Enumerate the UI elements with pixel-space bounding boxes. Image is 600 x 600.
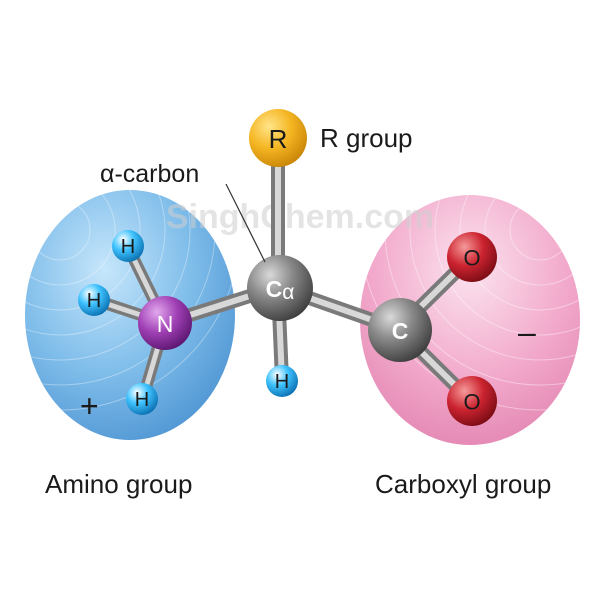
hydrogen-atom-amino-left: H — [78, 284, 110, 316]
r-group-label: R group — [320, 123, 413, 153]
watermark: SinghChem.com — [166, 198, 434, 236]
alpha-carbon-label: α-carbon — [100, 160, 199, 188]
alpha-carbon-atom: Cα — [247, 255, 313, 321]
oxygen-bottom-label: O — [463, 390, 480, 415]
amino-group-label: Amino group — [45, 469, 192, 499]
hydrogen-amino-left-label: H — [87, 290, 101, 312]
alpha-carbon-symbol: C — [266, 276, 283, 302]
hydrogen-atom-alpha: H — [266, 365, 298, 397]
alpha-carbon-leader-line — [225, 183, 266, 263]
negative-charge-sign: – — [518, 314, 536, 350]
nitrogen-atom-label: N — [157, 311, 174, 337]
hydrogen-amino-top-label: H — [121, 236, 135, 258]
hydrogen-atom-amino-bottom: H — [126, 383, 158, 415]
r-atom: R — [249, 109, 307, 167]
oxygen-top-label: O — [463, 246, 480, 271]
r-atom-label: R — [269, 124, 288, 154]
hydrogen-amino-bottom-label: H — [135, 389, 149, 411]
hydrogen-atom-amino-top: H — [112, 230, 144, 262]
oxygen-atom-top: O — [447, 232, 497, 282]
carboxyl-carbon-label: C — [392, 318, 409, 344]
carboxyl-group-label: Carboxyl group — [375, 469, 551, 499]
oxygen-atom-bottom: O — [447, 376, 497, 426]
carboxyl-carbon-atom: C — [368, 298, 432, 362]
hydrogen-alpha-label: H — [275, 371, 289, 393]
svg-text:Cα: Cα — [266, 276, 295, 304]
alpha-carbon-subscript: α — [282, 281, 294, 304]
nitrogen-atom: N — [138, 296, 192, 350]
positive-charge-sign: + — [80, 388, 99, 424]
